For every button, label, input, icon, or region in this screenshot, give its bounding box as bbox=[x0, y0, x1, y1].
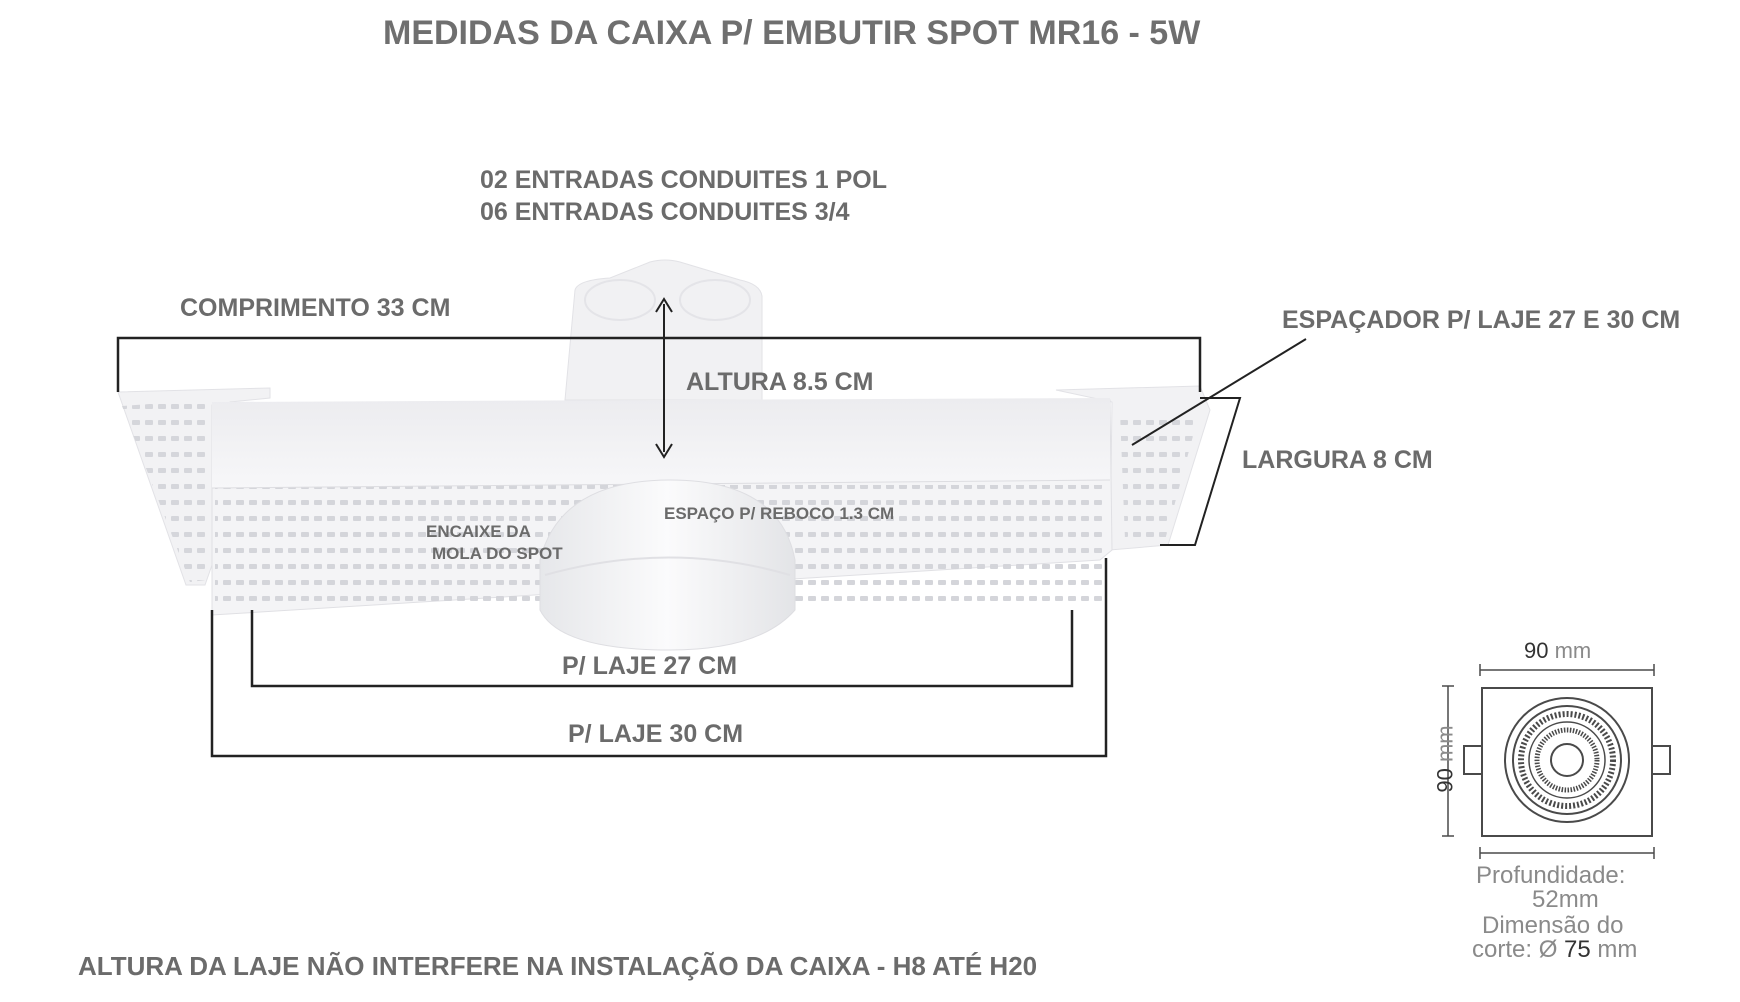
espacador-leader bbox=[1131, 338, 1307, 446]
laje27-dimension bbox=[250, 610, 1074, 688]
spot-front-view bbox=[1442, 664, 1671, 859]
espacador-label: ESPAÇADOR P/ LAJE 27 E 30 CM bbox=[1282, 306, 1681, 334]
spot-depth-line1: Profundidade: bbox=[1476, 862, 1626, 889]
altura-label: ALTURA 8.5 CM bbox=[686, 368, 874, 396]
largura-label: LARGURA 8 CM bbox=[1242, 446, 1433, 474]
laje30-label: P/ LAJE 30 CM bbox=[568, 720, 744, 748]
comprimento-label: COMPRIMENTO 33 CM bbox=[180, 294, 451, 322]
spot-cut-unit: mm bbox=[1597, 936, 1638, 963]
largura-dimension bbox=[1160, 397, 1242, 546]
page-title: MEDIDAS DA CAIXA P/ EMBUTIR SPOT MR16 - … bbox=[383, 14, 1201, 52]
spot-cut-value: 75 bbox=[1564, 936, 1591, 963]
spot-cut-prefix: corte: Ø bbox=[1472, 936, 1558, 963]
laje30-dimension bbox=[210, 558, 1108, 758]
encaixe-label-line2: MOLA DO SPOT bbox=[432, 544, 563, 563]
laje27-label: P/ LAJE 27 CM bbox=[562, 652, 738, 680]
comprimento-dimension bbox=[116, 336, 1202, 392]
entradas-line2: 06 ENTRADAS CONDUITES 3/4 bbox=[480, 198, 850, 226]
spot-cut-line1: Dimensão do bbox=[1482, 912, 1624, 939]
reboco-label: ESPAÇO P/ REBOCO 1.3 CM bbox=[664, 504, 895, 523]
spot-width-label: 90 mm bbox=[1524, 638, 1591, 664]
spot-width-value: 90 bbox=[1524, 638, 1549, 663]
spot-cylinder bbox=[539, 479, 796, 651]
spot-height-unit: mm bbox=[1432, 725, 1458, 763]
spot-height-value: 90 bbox=[1432, 768, 1458, 793]
spot-cut-line2: corte: Ø 75 mm bbox=[1472, 936, 1637, 964]
spot-height-label: 90 mm bbox=[1433, 725, 1459, 792]
spot-depth-line2: 52mm bbox=[1532, 886, 1599, 913]
footer-note: ALTURA DA LAJE NÃO INTERFERE NA INSTALAÇ… bbox=[78, 951, 1038, 981]
encaixe-label-line1: ENCAIXE DA bbox=[426, 522, 531, 541]
spot-width-unit: mm bbox=[1554, 638, 1592, 663]
entradas-line1: 02 ENTRADAS CONDUITES 1 POL bbox=[480, 166, 888, 194]
altura-arrow bbox=[655, 297, 673, 459]
